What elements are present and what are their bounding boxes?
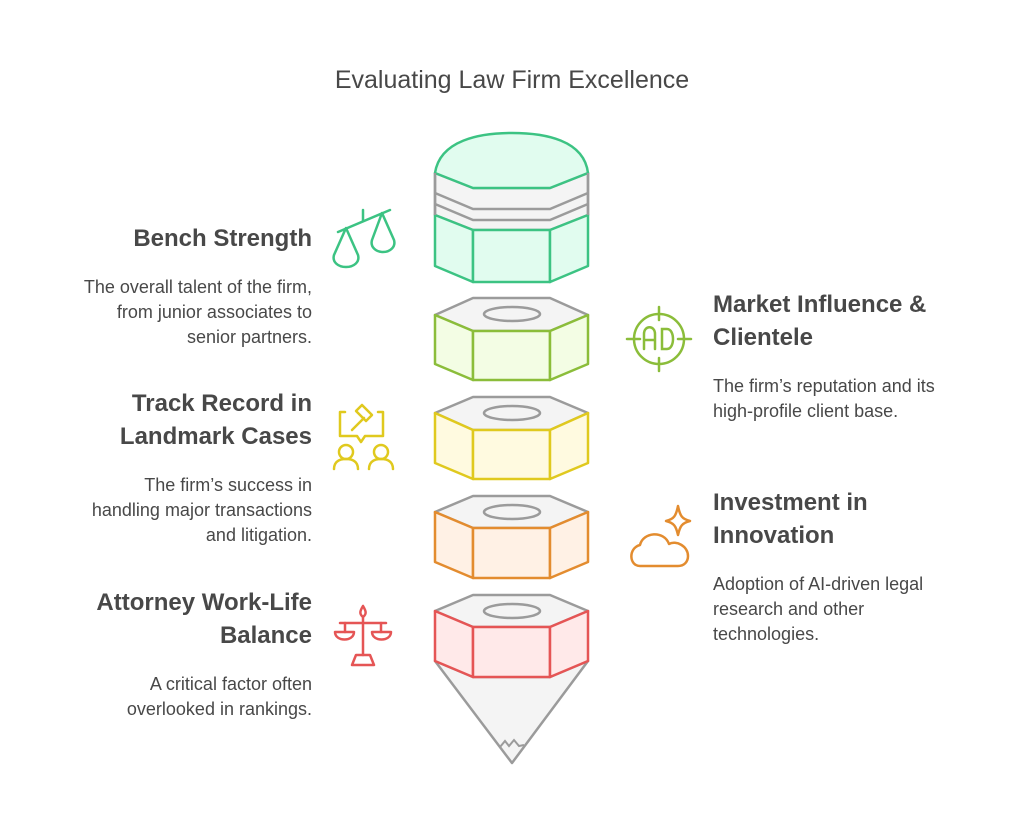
eraser-band-line [434,191,589,211]
item-market-influence: Market Influence & Clientele The firm’s … [713,288,983,424]
balance-scale-icon [333,604,393,667]
item-description: The firm’s reputation and its high-profi… [713,376,935,421]
item-description: Adoption of AI-driven legal research and… [713,574,924,644]
pencil-eraser-segment [433,131,590,284]
cloud-sparkle-icon [630,504,692,568]
item-description: The overall talent of the firm, from jun… [83,277,312,347]
eraser-body-right [548,213,590,284]
item-heading: Bench Strength [133,225,312,252]
item-heading: Attorney Work-Life Balance [96,589,312,649]
scales-tilted-icon [332,208,396,269]
item-track-record: Track Record in Landmark Cases The firm’… [42,387,312,548]
pencil-segment-market-influence [433,296,590,382]
pencil-segment-innovation [433,494,590,580]
item-description: The firm’s success in handling major tra… [91,475,312,545]
item-heading: Investment in Innovation [713,489,868,549]
item-description: A critical factor often overlooked in ra… [126,674,312,719]
item-heading: Market Influence & Clientele [713,291,927,351]
pencil-lead-mark [499,738,525,748]
gavel-people-icon [332,403,395,471]
eraser-band-line [434,202,589,222]
item-heading: Track Record in Landmark Cases [119,390,312,450]
item-work-life-balance: Attorney Work-Life Balance A critical fa… [42,586,312,722]
pencil-segment-track-record [433,395,590,481]
eraser-body-front [471,228,552,284]
pencil-segment-work-life-balance [433,593,590,765]
diagram-title: Evaluating Law Firm Excellence [334,66,690,94]
eraser-dome [433,131,590,190]
item-bench-strength: Bench Strength The overall talent of the… [42,222,312,350]
ad-target-icon [625,305,693,373]
item-investment-innovation: Investment in Innovation Adoption of AI-… [713,486,983,647]
